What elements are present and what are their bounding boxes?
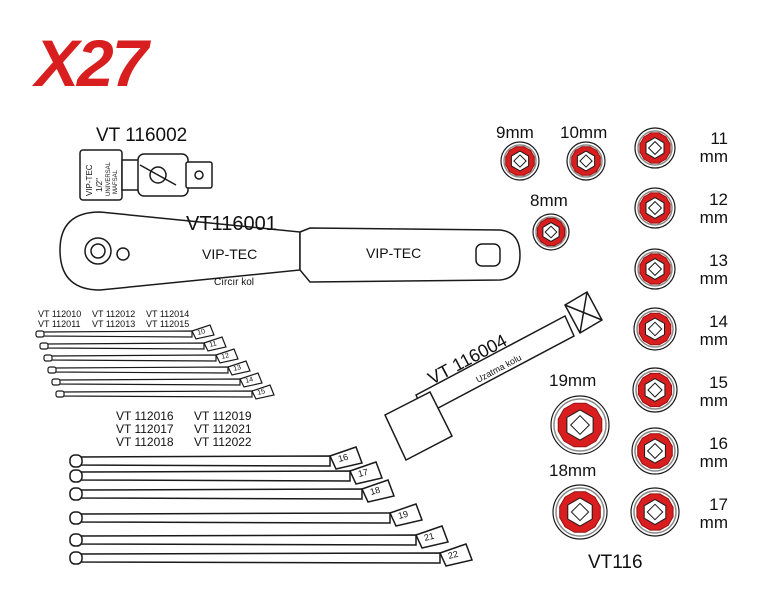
small-wrench-size: 10 xyxy=(197,328,206,337)
socket-12mm xyxy=(634,187,676,229)
small-wrench-code: VT 112015 xyxy=(146,319,190,329)
socket-14mm xyxy=(633,307,677,351)
small-wrench-size: 13 xyxy=(233,364,242,373)
socket-size-unit: mm xyxy=(699,208,728,227)
socket-label-10: 10mm xyxy=(560,123,608,142)
large-wrench: 17 xyxy=(69,461,384,485)
socket-size-number: 17 xyxy=(709,495,728,514)
socket-size-unit: mm xyxy=(699,513,728,532)
small-wrench: 10 xyxy=(35,324,215,340)
socket-8mm xyxy=(532,213,570,251)
socket-size-unit: mm xyxy=(699,391,728,410)
small-wrench-code: VT 112011 xyxy=(38,319,81,329)
large-wrench-code: VT 112016 xyxy=(116,409,174,423)
socket-size-unit: mm xyxy=(699,330,728,349)
large-wrench: 19 xyxy=(69,503,424,527)
socket-10mm xyxy=(566,141,606,181)
small-wrench: 12 xyxy=(43,348,239,364)
large-wrench-size: 21 xyxy=(423,531,435,543)
socket-size-number: 14 xyxy=(709,312,728,331)
adapter-label: 1/2" xyxy=(95,178,104,192)
large-wrench-code: VT 112017 xyxy=(116,422,174,436)
socket-17mm xyxy=(630,487,680,537)
large-wrench-code: VT 112019 xyxy=(194,409,252,423)
socket-19mm xyxy=(550,395,610,455)
large-wrench-code: VT 112018 xyxy=(116,435,174,449)
ratchet-name: Cırcır kol xyxy=(214,277,254,288)
large-wrench: 21 xyxy=(69,525,450,549)
socket-size-unit: mm xyxy=(699,269,728,288)
large-wrench: 16 xyxy=(69,446,364,470)
socket-size-number: 15 xyxy=(709,373,728,392)
small-wrench-size: 14 xyxy=(245,376,254,385)
small-wrench-size: 11 xyxy=(209,340,218,349)
small-wrench: 11 xyxy=(39,336,227,352)
large-wrench: 18 xyxy=(69,479,396,503)
socket-13mm xyxy=(634,248,676,290)
small-wrench-code: VT 112013 xyxy=(92,319,136,329)
socket-label-9: 9mm xyxy=(496,123,534,142)
adapter-label: UNIVERSAL xyxy=(106,161,112,196)
ratchet-drawing xyxy=(59,211,521,291)
small-wrench-code: VT 112012 xyxy=(92,309,136,319)
set-title: X27 xyxy=(35,26,148,100)
adapter-code: VT 116002 xyxy=(96,125,188,146)
socket-label-19: 19mm xyxy=(549,371,597,390)
socket-label-8: 8mm xyxy=(530,191,568,210)
ratchet-head-brand: VIP-TEC xyxy=(202,246,257,262)
large-wrench-size: 19 xyxy=(397,509,409,521)
socket-size-unit: mm xyxy=(699,452,728,471)
ratchet-code: VT116001 xyxy=(186,213,277,235)
large-wrench-size: 18 xyxy=(369,485,381,497)
socket-18mm xyxy=(552,484,608,540)
extension-drawing xyxy=(384,290,604,462)
socket-size-number: 11 xyxy=(710,129,728,148)
large-wrench-size: 17 xyxy=(357,467,369,479)
socket-size-number: 16 xyxy=(709,434,728,453)
socket-set-code: VT116 xyxy=(588,552,643,573)
ratchet-handle-brand: VIP-TEC xyxy=(366,245,421,261)
socket-size-number: 12 xyxy=(709,190,728,209)
small-wrench-code: VT 112010 xyxy=(38,309,82,319)
small-wrench: 13 xyxy=(47,360,251,376)
adapter-label: VIP-TEC xyxy=(85,164,94,196)
socket-size-unit: mm xyxy=(699,147,728,166)
small-wrench-size: 15 xyxy=(257,388,266,397)
large-wrench-size: 16 xyxy=(337,452,349,464)
small-wrench: 14 xyxy=(51,372,263,388)
socket-11mm xyxy=(634,127,676,169)
adapter-label: MAFSAL xyxy=(113,169,119,194)
large-wrench-size: 22 xyxy=(447,549,459,561)
small-wrench-size: 12 xyxy=(221,352,230,361)
socket-size-number: 13 xyxy=(709,251,728,270)
adapter-side-text: VIP-TEC 1/2" UNIVERSAL MAFSAL xyxy=(85,161,119,196)
adapter-drawing xyxy=(79,149,213,201)
small-wrench-code: VT 112014 xyxy=(146,309,190,319)
socket-15mm xyxy=(632,367,678,413)
large-wrench: 22 xyxy=(69,543,474,567)
large-wrench-code: VT 112022 xyxy=(194,435,252,449)
socket-9mm xyxy=(500,141,540,181)
small-wrench: 15 xyxy=(55,384,275,400)
socket-16mm xyxy=(631,427,679,475)
socket-group xyxy=(500,127,680,540)
socket-label-18: 18mm xyxy=(549,461,597,480)
large-wrench-code: VT 112021 xyxy=(194,422,252,436)
